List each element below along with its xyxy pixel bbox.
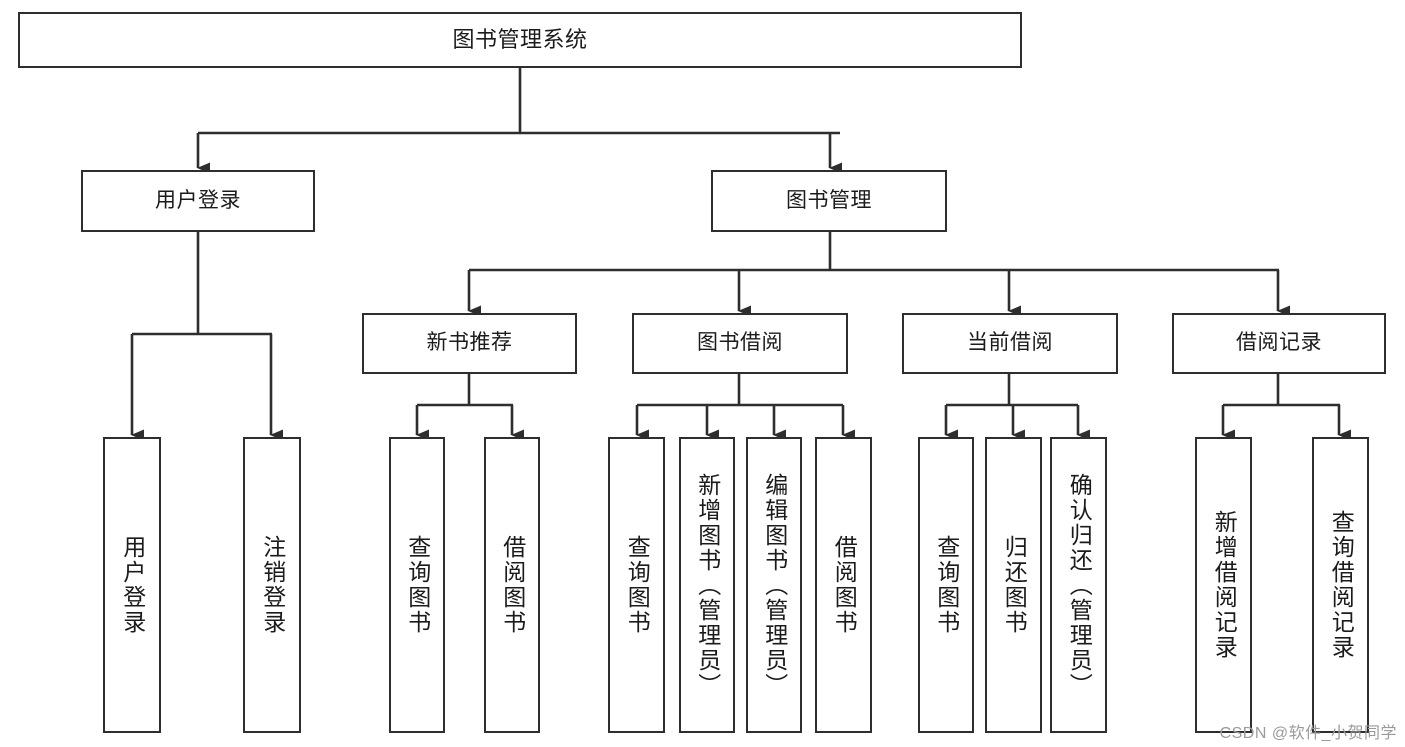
node-root-system[interactable]: 图书管理系统 bbox=[18, 12, 1022, 68]
node-leaf-confirm-return[interactable]: 确认归还（管理员） bbox=[1050, 437, 1107, 733]
watermark-text: CSDN @软件_小贺同学 bbox=[1219, 725, 1397, 742]
node-leaf-add-book[interactable]: 新增图书（管理员） bbox=[679, 437, 735, 733]
node-book-management[interactable]: 图书管理 bbox=[711, 170, 947, 232]
node-label: 查询图书 bbox=[404, 535, 431, 635]
node-leaf-logout[interactable]: 注销登录 bbox=[243, 437, 301, 733]
node-user-login[interactable]: 用户登录 bbox=[81, 170, 315, 232]
node-label: 图书管理 bbox=[786, 188, 872, 212]
node-leaf-borrow-book-1[interactable]: 借阅图书 bbox=[484, 437, 540, 733]
node-leaf-add-borrow-record[interactable]: 新增借阅记录 bbox=[1195, 437, 1252, 733]
node-label: 确认归还（管理员） bbox=[1066, 472, 1093, 698]
node-label: 用户登录 bbox=[119, 535, 146, 635]
node-label: 当前借阅 bbox=[967, 331, 1053, 355]
node-leaf-query-book-2[interactable]: 查询图书 bbox=[608, 437, 665, 733]
node-leaf-query-book-1[interactable]: 查询图书 bbox=[389, 437, 445, 733]
node-label: 查询图书 bbox=[624, 535, 651, 635]
node-new-book-recommend[interactable]: 新书推荐 bbox=[362, 313, 577, 374]
node-leaf-query-book-3[interactable]: 查询图书 bbox=[918, 437, 974, 733]
node-label: 借阅图书 bbox=[831, 535, 858, 635]
node-label: 借阅图书 bbox=[499, 535, 526, 635]
node-label: 查询借阅记录 bbox=[1328, 510, 1355, 660]
node-borrow-record[interactable]: 借阅记录 bbox=[1172, 313, 1386, 374]
node-label: 查询图书 bbox=[933, 535, 960, 635]
node-leaf-return-book[interactable]: 归还图书 bbox=[985, 437, 1042, 733]
node-label: 图书管理系统 bbox=[452, 27, 588, 53]
node-leaf-edit-book[interactable]: 编辑图书（管理员） bbox=[746, 437, 802, 733]
node-leaf-user-login[interactable]: 用户登录 bbox=[103, 437, 161, 733]
node-current-borrow[interactable]: 当前借阅 bbox=[902, 313, 1118, 374]
node-label: 新增图书（管理员） bbox=[694, 472, 721, 698]
node-label: 新书推荐 bbox=[426, 331, 513, 355]
node-label: 注销登录 bbox=[259, 535, 286, 635]
node-label: 用户登录 bbox=[155, 188, 241, 212]
node-label: 编辑图书（管理员） bbox=[761, 472, 788, 698]
node-label: 归还图书 bbox=[1001, 535, 1028, 635]
node-book-borrow[interactable]: 图书借阅 bbox=[632, 313, 848, 374]
node-leaf-borrow-book-2[interactable]: 借阅图书 bbox=[815, 437, 872, 733]
node-label: 新增借阅记录 bbox=[1211, 510, 1238, 660]
node-label: 图书借阅 bbox=[697, 331, 783, 355]
node-leaf-query-borrow-record[interactable]: 查询借阅记录 bbox=[1312, 437, 1369, 733]
node-label: 借阅记录 bbox=[1236, 331, 1322, 355]
